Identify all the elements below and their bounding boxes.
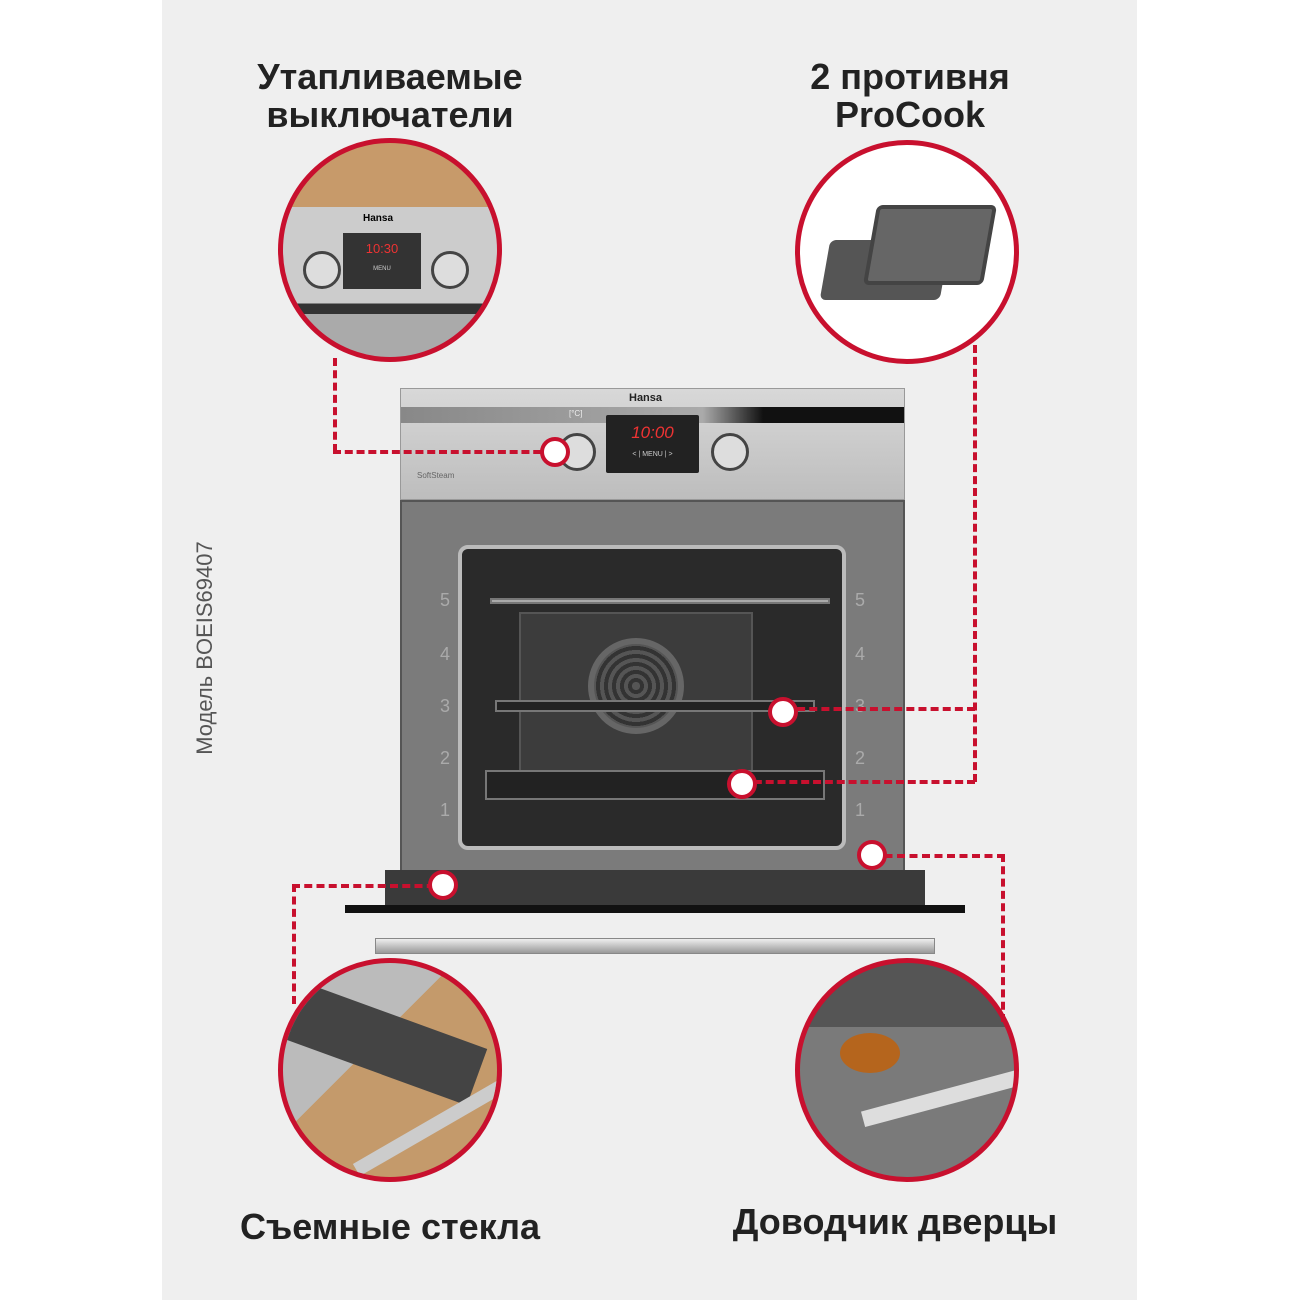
connector-line [333,450,553,454]
connector-line [292,884,447,888]
prev-button[interactable]: < [632,451,637,458]
level-4-right: 4 [855,644,866,664]
zoom-removable-glass [278,958,502,1182]
connector-line [785,707,975,711]
zoom-display: 10:30 MENU [343,233,421,289]
pie-image [840,1033,900,1073]
feature-title-switches: Утапливаемые выключатели [257,56,523,135]
door-glass [345,905,965,913]
zoom-door-closer [795,958,1019,1182]
temperature-knob[interactable] [711,433,749,471]
zoom-knob-left [303,251,341,289]
hotspot-tray-lower[interactable] [727,769,757,799]
oven-door [385,870,925,910]
hotspot-tray-upper[interactable] [768,697,798,727]
oven-display: 10:00 < | MENU | > [606,415,699,473]
level-3: 3 [440,696,451,716]
oven-tray-upper [495,700,815,712]
connector-line [872,854,1005,858]
zoom-time: 10:30 [365,241,399,256]
tray-image [862,205,998,285]
next-button[interactable]: > [668,451,673,458]
hotspot-door-closer[interactable] [857,840,887,870]
feature-title-trays: 2 противня ProCook [810,56,1010,135]
temp-symbol: [°C] [569,409,583,418]
zoom-control-panel: Hansa 10:30 MENU [278,138,502,362]
door-handle-image [860,1064,1014,1128]
connector-line [333,358,337,452]
hotspot-glass[interactable] [428,870,458,900]
feature-title-glass: Съемные стекла [240,1206,540,1247]
connector-line [1001,854,1005,1022]
fan-icon [588,638,684,734]
connector-line [292,884,296,1004]
door-handle[interactable] [375,938,935,954]
level-2: 2 [440,748,451,768]
oven-tray-lower [485,770,825,800]
level-3-right: 3 [855,696,866,716]
connector-line [973,345,977,782]
level-2-right: 2 [855,748,866,768]
hotspot-switches[interactable] [540,437,570,467]
level-1-right: 1 [855,800,866,820]
model-label: Модель BOEIS69407 [192,541,217,755]
oven-control-panel: Hansa [°C] 10:00 < | MENU | > SoftSteam [400,388,905,500]
connector-line [742,780,975,784]
feature-title-door-closer: Доводчик дверцы [732,1201,1058,1242]
display-time: 10:00 [631,423,674,442]
door-glass-image [283,980,488,1106]
level-5: 5 [440,590,451,610]
oven-rack [490,598,830,604]
menu-button[interactable]: MENU [642,451,663,458]
oven-brand: Hansa [629,392,663,404]
softsteam-label: SoftSteam [417,471,455,480]
zoom-trays [795,140,1019,364]
zoom-knob-right [431,251,469,289]
zoom-menu: MENU [373,266,391,272]
level-5-right: 5 [855,590,866,610]
level-1: 1 [440,800,451,820]
zoom-brand: Hansa [363,213,394,224]
level-4: 4 [440,644,451,664]
